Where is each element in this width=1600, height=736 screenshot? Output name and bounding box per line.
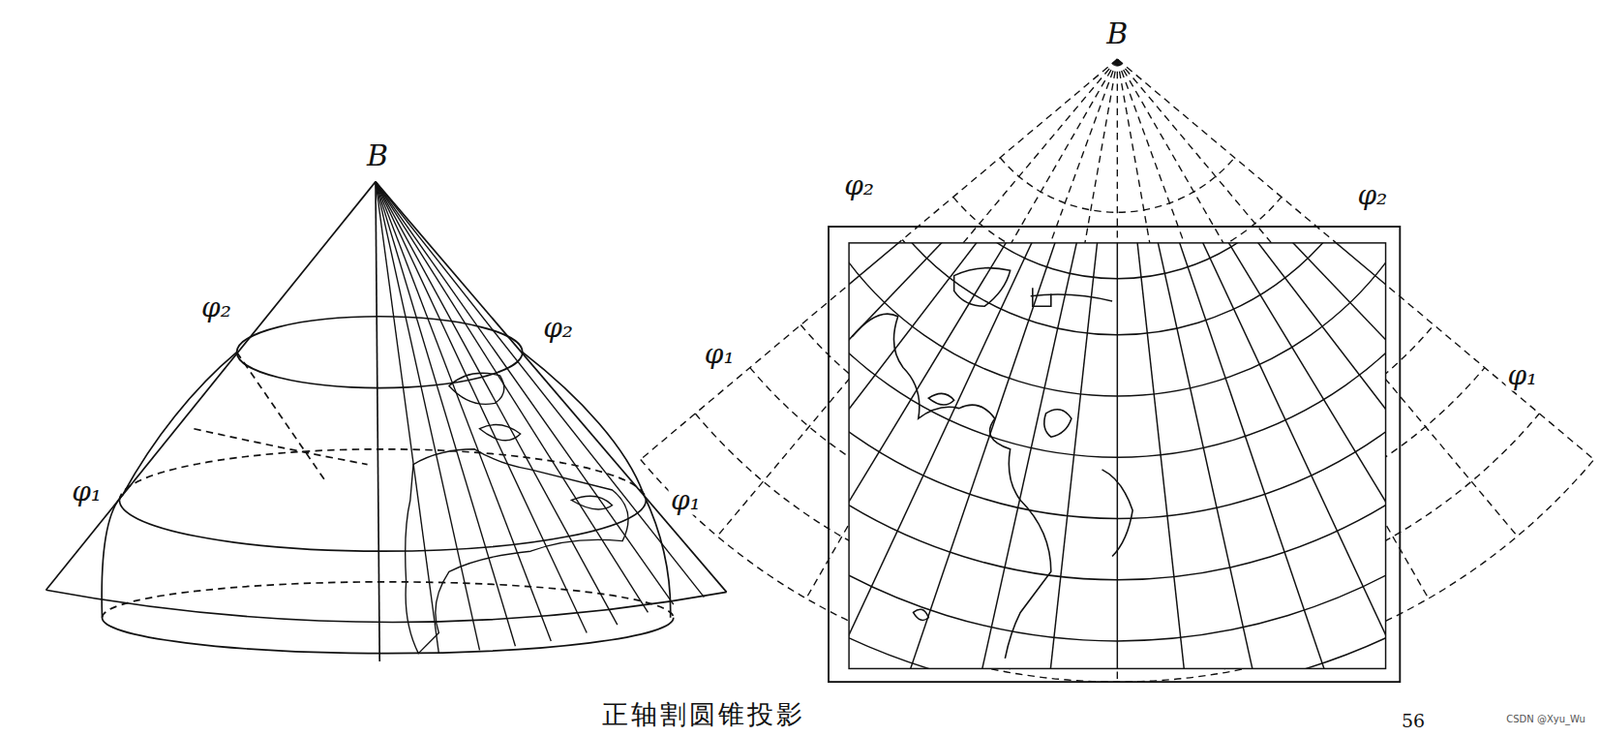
globe-outline bbox=[101, 352, 237, 618]
parallel-phi1 bbox=[119, 500, 646, 552]
map-continents bbox=[851, 268, 1133, 659]
parallel-phi1-back bbox=[119, 449, 646, 501]
continent-outline bbox=[928, 392, 954, 405]
meridian-line bbox=[848, 242, 1025, 627]
parallel-label: φ₂ bbox=[1355, 181, 1389, 212]
parallel-label: φ₁ bbox=[69, 477, 104, 508]
hidden-line bbox=[237, 352, 326, 481]
meridian-line bbox=[375, 181, 439, 654]
meridian-line bbox=[848, 242, 1053, 669]
meridian-line bbox=[1234, 242, 1386, 519]
continent-outline bbox=[480, 424, 521, 441]
dashed-meridian bbox=[1009, 59, 1118, 672]
continent-outline bbox=[913, 608, 930, 620]
parallel-label: φ₂ bbox=[199, 293, 234, 324]
meridian-line bbox=[887, 242, 1068, 669]
meridian-line bbox=[375, 181, 674, 604]
continent-outline bbox=[954, 268, 1011, 307]
cone-edge bbox=[375, 181, 727, 593]
meridian-line bbox=[848, 242, 1012, 575]
meridian-line bbox=[375, 181, 648, 613]
continent-outline bbox=[1102, 469, 1134, 557]
watermark: CSDN @Xyu_Wu bbox=[1504, 713, 1588, 725]
meridian-line bbox=[848, 242, 1000, 519]
meridian-line bbox=[375, 181, 481, 651]
page-number: 56 bbox=[1399, 710, 1427, 731]
inner-frame bbox=[848, 242, 1386, 669]
meridian-line bbox=[375, 181, 704, 598]
globe-outline bbox=[522, 352, 671, 618]
meridian-line bbox=[1196, 242, 1386, 669]
meridian-line bbox=[375, 181, 587, 634]
map-frame bbox=[828, 226, 1400, 682]
continent-outline bbox=[449, 372, 505, 404]
continent-outline bbox=[1044, 409, 1072, 437]
continent-outline bbox=[1032, 287, 1052, 306]
parallel-label: φ₁ bbox=[702, 338, 737, 369]
continent-outline bbox=[1030, 294, 1113, 302]
continent-outline bbox=[571, 495, 612, 510]
cone-base bbox=[46, 589, 727, 622]
figure-caption: 正轴割圆锥投影 bbox=[600, 699, 808, 729]
globe-base-back bbox=[102, 581, 674, 618]
apex-label: B bbox=[1104, 16, 1130, 49]
meridian-line bbox=[1134, 242, 1196, 669]
parallel-phi2 bbox=[237, 316, 523, 389]
outer-frame bbox=[828, 226, 1400, 682]
dashed-meridian bbox=[1116, 59, 1517, 537]
globe-base bbox=[102, 617, 674, 654]
parallel-label: φ₁ bbox=[1505, 361, 1540, 392]
parallel-label: φ₂ bbox=[842, 170, 876, 201]
continent-outline bbox=[851, 313, 1052, 659]
meridian-line bbox=[1150, 242, 1272, 669]
meridian-line bbox=[1210, 242, 1387, 627]
parallel-label: φ₂ bbox=[541, 313, 575, 344]
meridian-line bbox=[1116, 242, 1118, 669]
cone-axis bbox=[375, 181, 380, 662]
dashed-meridian bbox=[1116, 59, 1226, 672]
meridian-line bbox=[375, 181, 515, 647]
meridian-line bbox=[375, 181, 551, 641]
apex-label: B bbox=[364, 139, 391, 172]
hidden-line bbox=[193, 428, 367, 465]
parallel-label: φ₁ bbox=[668, 484, 703, 515]
meridian-line bbox=[375, 181, 618, 625]
meridian-line bbox=[1166, 242, 1347, 669]
meridian-line bbox=[1223, 242, 1387, 575]
cone-globe bbox=[46, 181, 727, 662]
dashed-meridian bbox=[717, 59, 1117, 537]
